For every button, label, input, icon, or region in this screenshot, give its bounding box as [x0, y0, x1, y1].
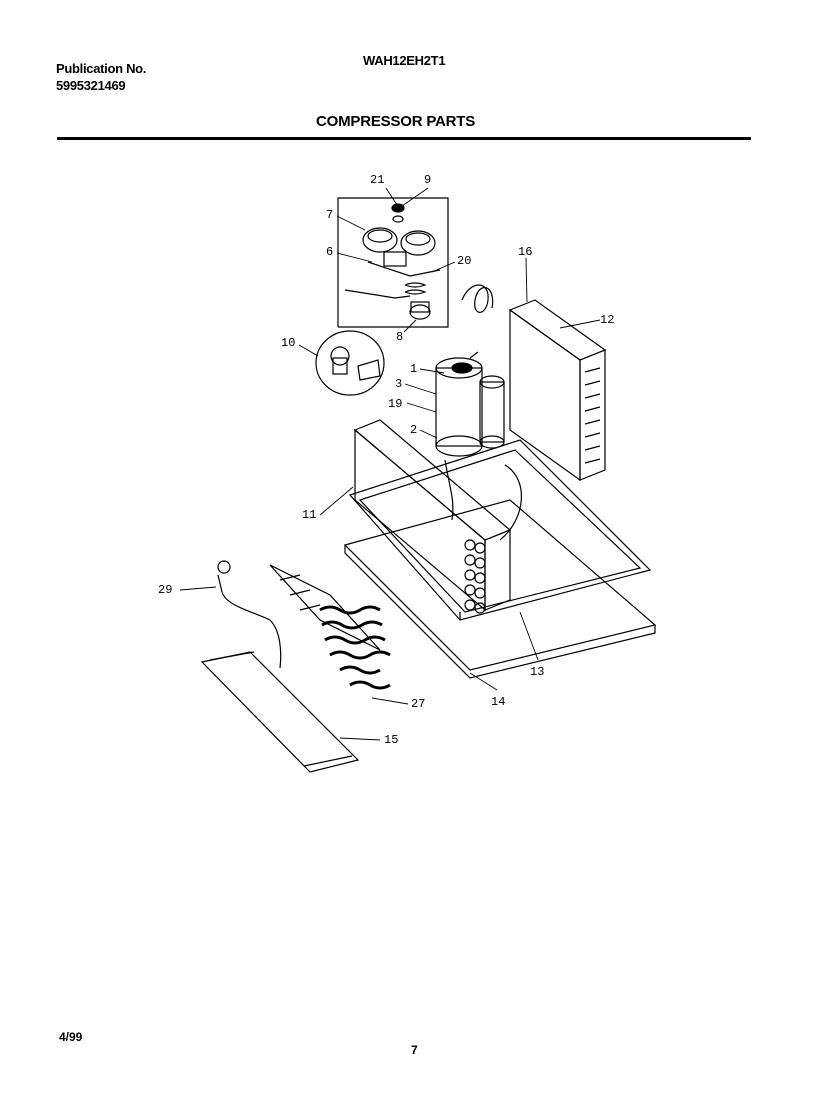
callout-9: 9	[424, 173, 432, 187]
grommet-part	[391, 203, 405, 213]
mount-part-7	[362, 227, 441, 277]
callout-12: 12	[600, 313, 615, 327]
callout-11: 11	[302, 508, 317, 522]
callout-6: 6	[326, 245, 334, 259]
spring-part-20	[404, 282, 427, 295]
callout-21: 21	[370, 173, 385, 187]
compressor-part-1	[435, 351, 505, 457]
callout-20: 20	[457, 254, 472, 268]
mount-part-8	[409, 304, 431, 320]
callout-10: 10	[281, 336, 296, 350]
section-title: COMPRESSOR PARTS	[316, 113, 476, 130]
refrigerant-line	[499, 464, 523, 541]
part-10-inset-circle	[315, 330, 385, 396]
callout-16: 16	[518, 245, 533, 259]
thermostat-part-29	[217, 560, 282, 669]
tubing-part	[461, 284, 494, 313]
callout-7: 7	[326, 208, 334, 222]
heater-part-27	[269, 564, 391, 690]
model-number: WAH12EH2T1	[363, 53, 446, 68]
callout-19: 19	[388, 397, 403, 411]
page-number: 7	[411, 1043, 418, 1057]
evaporator-coil-part-11	[353, 419, 512, 614]
mount-parts-inset-box	[337, 197, 449, 328]
discharge-line	[444, 459, 454, 521]
callout-15: 15	[384, 733, 399, 747]
callout-8: 8	[396, 330, 404, 344]
filter-panel-part-15	[200, 651, 360, 773]
bracket-part	[344, 289, 411, 299]
condenser-coil-part-12	[508, 299, 607, 482]
leader-lines	[179, 187, 601, 741]
callout-3: 3	[395, 377, 403, 391]
callout-13: 13	[530, 665, 545, 679]
publication-number: 5995321469	[56, 78, 126, 93]
base-part-14	[343, 499, 657, 679]
callout-1: 1	[410, 362, 418, 376]
washer-part	[392, 215, 404, 223]
callout-27: 27	[411, 697, 426, 711]
callout-14: 14	[491, 695, 506, 709]
publication-label: Publication No.	[56, 61, 147, 76]
callout-2: 2	[410, 423, 418, 437]
header-rule	[57, 137, 751, 140]
base-pan-part-13	[348, 439, 652, 621]
revision-date: 4/99	[59, 1030, 83, 1044]
callout-29: 29	[158, 583, 173, 597]
